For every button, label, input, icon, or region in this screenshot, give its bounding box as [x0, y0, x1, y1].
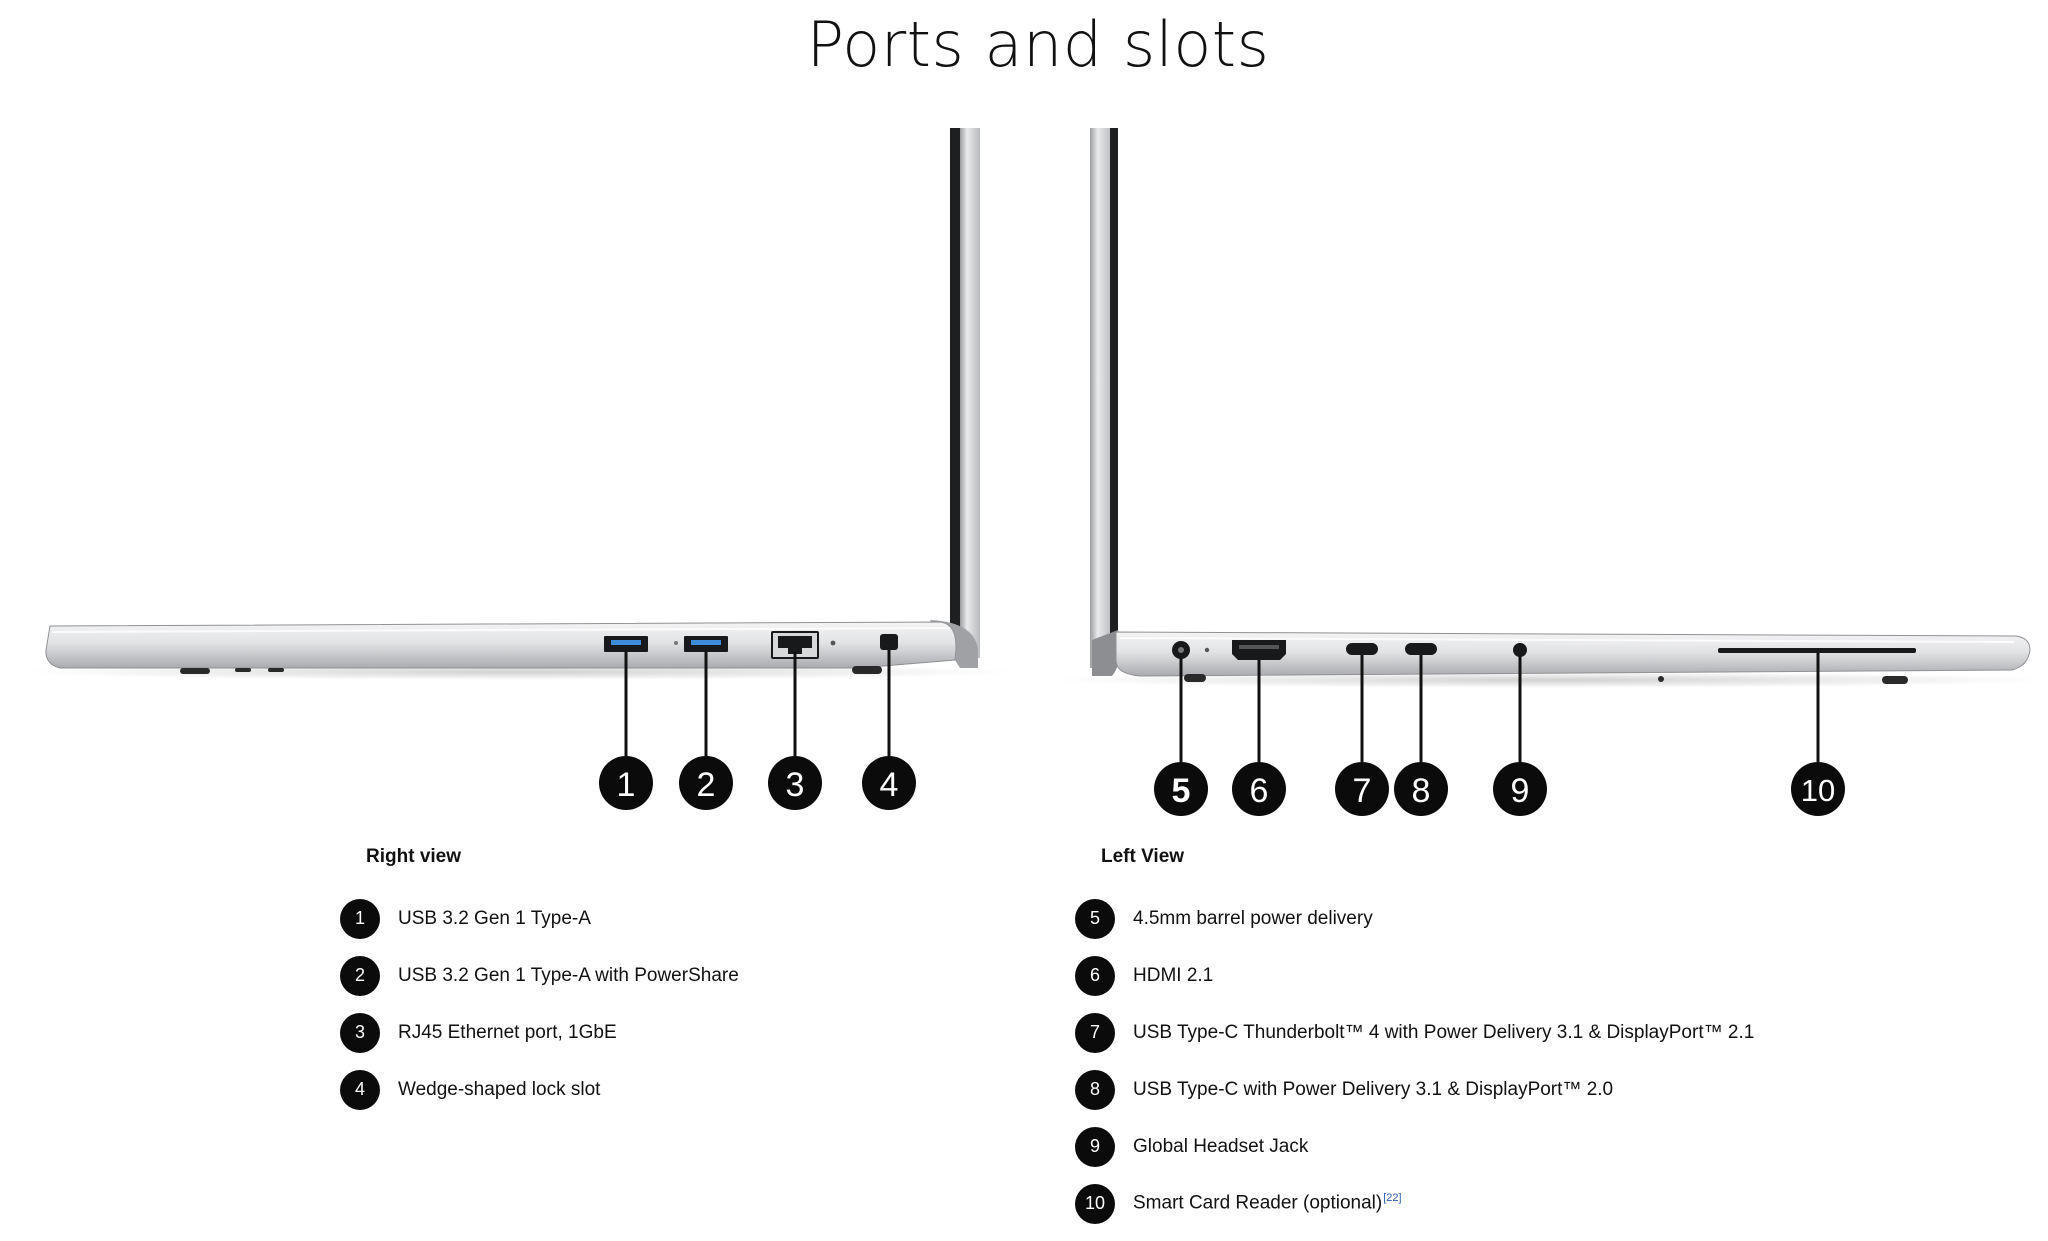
legend-item: 5 4.5mm barrel power delivery [1075, 890, 1754, 947]
legend-label: 4.5mm barrel power delivery [1133, 907, 1373, 929]
legend-label-text: Smart Card Reader (optional) [1133, 1192, 1383, 1214]
number-badge: 9 [1075, 1126, 1115, 1167]
svg-text:6: 6 [1250, 772, 1269, 810]
usb-a-port-icon [674, 636, 728, 652]
number-badge: 2 [340, 955, 380, 996]
number-badge: 10 [1075, 1183, 1115, 1224]
legend-label: USB Type-C with Power Delivery 3.1 & Dis… [1133, 1078, 1614, 1100]
callout-9: 9 [1493, 762, 1547, 816]
legend-label: HDMI 2.1 [1133, 964, 1214, 986]
number-badge: 4 [340, 1069, 380, 1110]
legend-item: 4 Wedge-shaped lock slot [340, 1061, 739, 1118]
page-title: Ports and slots [806, 8, 1270, 81]
usb-a-port-icon [604, 636, 648, 652]
number-badge: 1 [340, 898, 380, 939]
svg-text:3: 3 [786, 766, 805, 804]
callout-8: 8 [1394, 762, 1448, 816]
legend-item: 9 Global Headset Jack [1075, 1118, 1754, 1175]
legend-label: Smart Card Reader (optional)[22] [1133, 1192, 1402, 1214]
legend-label: USB Type-C Thunderbolt™ 4 with Power Del… [1133, 1021, 1755, 1043]
number-badge: 8 [1075, 1069, 1115, 1110]
hdmi-port-icon [1232, 640, 1286, 660]
right-view-heading: Right view [366, 846, 462, 867]
legend-item: 2 USB 3.2 Gen 1 Type-A with PowerShare [340, 947, 739, 1004]
svg-text:7: 7 [1353, 772, 1372, 810]
usb-c-port-icon [1346, 643, 1378, 655]
laptop-side-views-illustration: 1 2 3 4 [20, 128, 2048, 816]
callout-10: 10 [1791, 762, 1845, 816]
callout-5: 5 [1154, 762, 1208, 816]
number-badge: 7 [1075, 1012, 1115, 1053]
left-view-legend: 5 4.5mm barrel power delivery 6 HDMI 2.1… [1075, 890, 1754, 1232]
legend-label: Global Headset Jack [1133, 1135, 1309, 1157]
svg-text:9: 9 [1511, 772, 1530, 810]
usb-c-port-icon [1405, 643, 1437, 655]
svg-text:5: 5 [1172, 772, 1191, 810]
lock-slot-icon [880, 634, 898, 650]
callout-4: 4 [862, 756, 916, 810]
ethernet-port-icon [771, 631, 836, 659]
callout-7: 7 [1335, 762, 1389, 816]
legend-label: RJ45 Ethernet port, 1GbE [398, 1021, 617, 1043]
legend-label: USB 3.2 Gen 1 Type-A [398, 907, 591, 929]
callout-2: 2 [679, 756, 733, 810]
svg-text:1: 1 [617, 766, 636, 804]
legend-item: 8 USB Type-C with Power Delivery 3.1 & D… [1075, 1061, 1754, 1118]
right-view-legend: 1 USB 3.2 Gen 1 Type-A 2 USB 3.2 Gen 1 T… [340, 890, 739, 1118]
legend-label: Wedge-shaped lock slot [398, 1078, 601, 1100]
footnote-link[interactable]: [22] [1383, 1192, 1402, 1205]
barrel-power-port-icon [1172, 641, 1210, 659]
number-badge: 6 [1075, 955, 1115, 996]
legend-item: 7 USB Type-C Thunderbolt™ 4 with Power D… [1075, 1004, 1754, 1061]
callout-3: 3 [768, 756, 822, 810]
number-badge: 5 [1075, 898, 1115, 939]
callout-1: 1 [599, 756, 653, 810]
legend-item: 1 USB 3.2 Gen 1 Type-A [340, 890, 739, 947]
callout-6: 6 [1232, 762, 1286, 816]
smart-card-slot-icon [1718, 648, 1916, 653]
svg-text:10: 10 [1801, 773, 1835, 808]
right-view-laptop: 1 2 3 4 [20, 128, 1020, 810]
legend-item: 6 HDMI 2.1 [1075, 947, 1754, 1004]
svg-text:2: 2 [697, 766, 716, 804]
legend-item: 3 RJ45 Ethernet port, 1GbE [340, 1004, 739, 1061]
legend-label: USB 3.2 Gen 1 Type-A with PowerShare [398, 964, 739, 986]
headset-jack-icon [1513, 643, 1527, 657]
svg-text:8: 8 [1412, 772, 1431, 810]
svg-text:4: 4 [880, 766, 899, 804]
left-view-laptop: 5 6 7 8 9 10 [1050, 128, 2048, 816]
number-badge: 3 [340, 1012, 380, 1053]
left-view-heading: Left View [1101, 846, 1185, 867]
legend-item: 10 Smart Card Reader (optional)[22] [1075, 1175, 1754, 1232]
